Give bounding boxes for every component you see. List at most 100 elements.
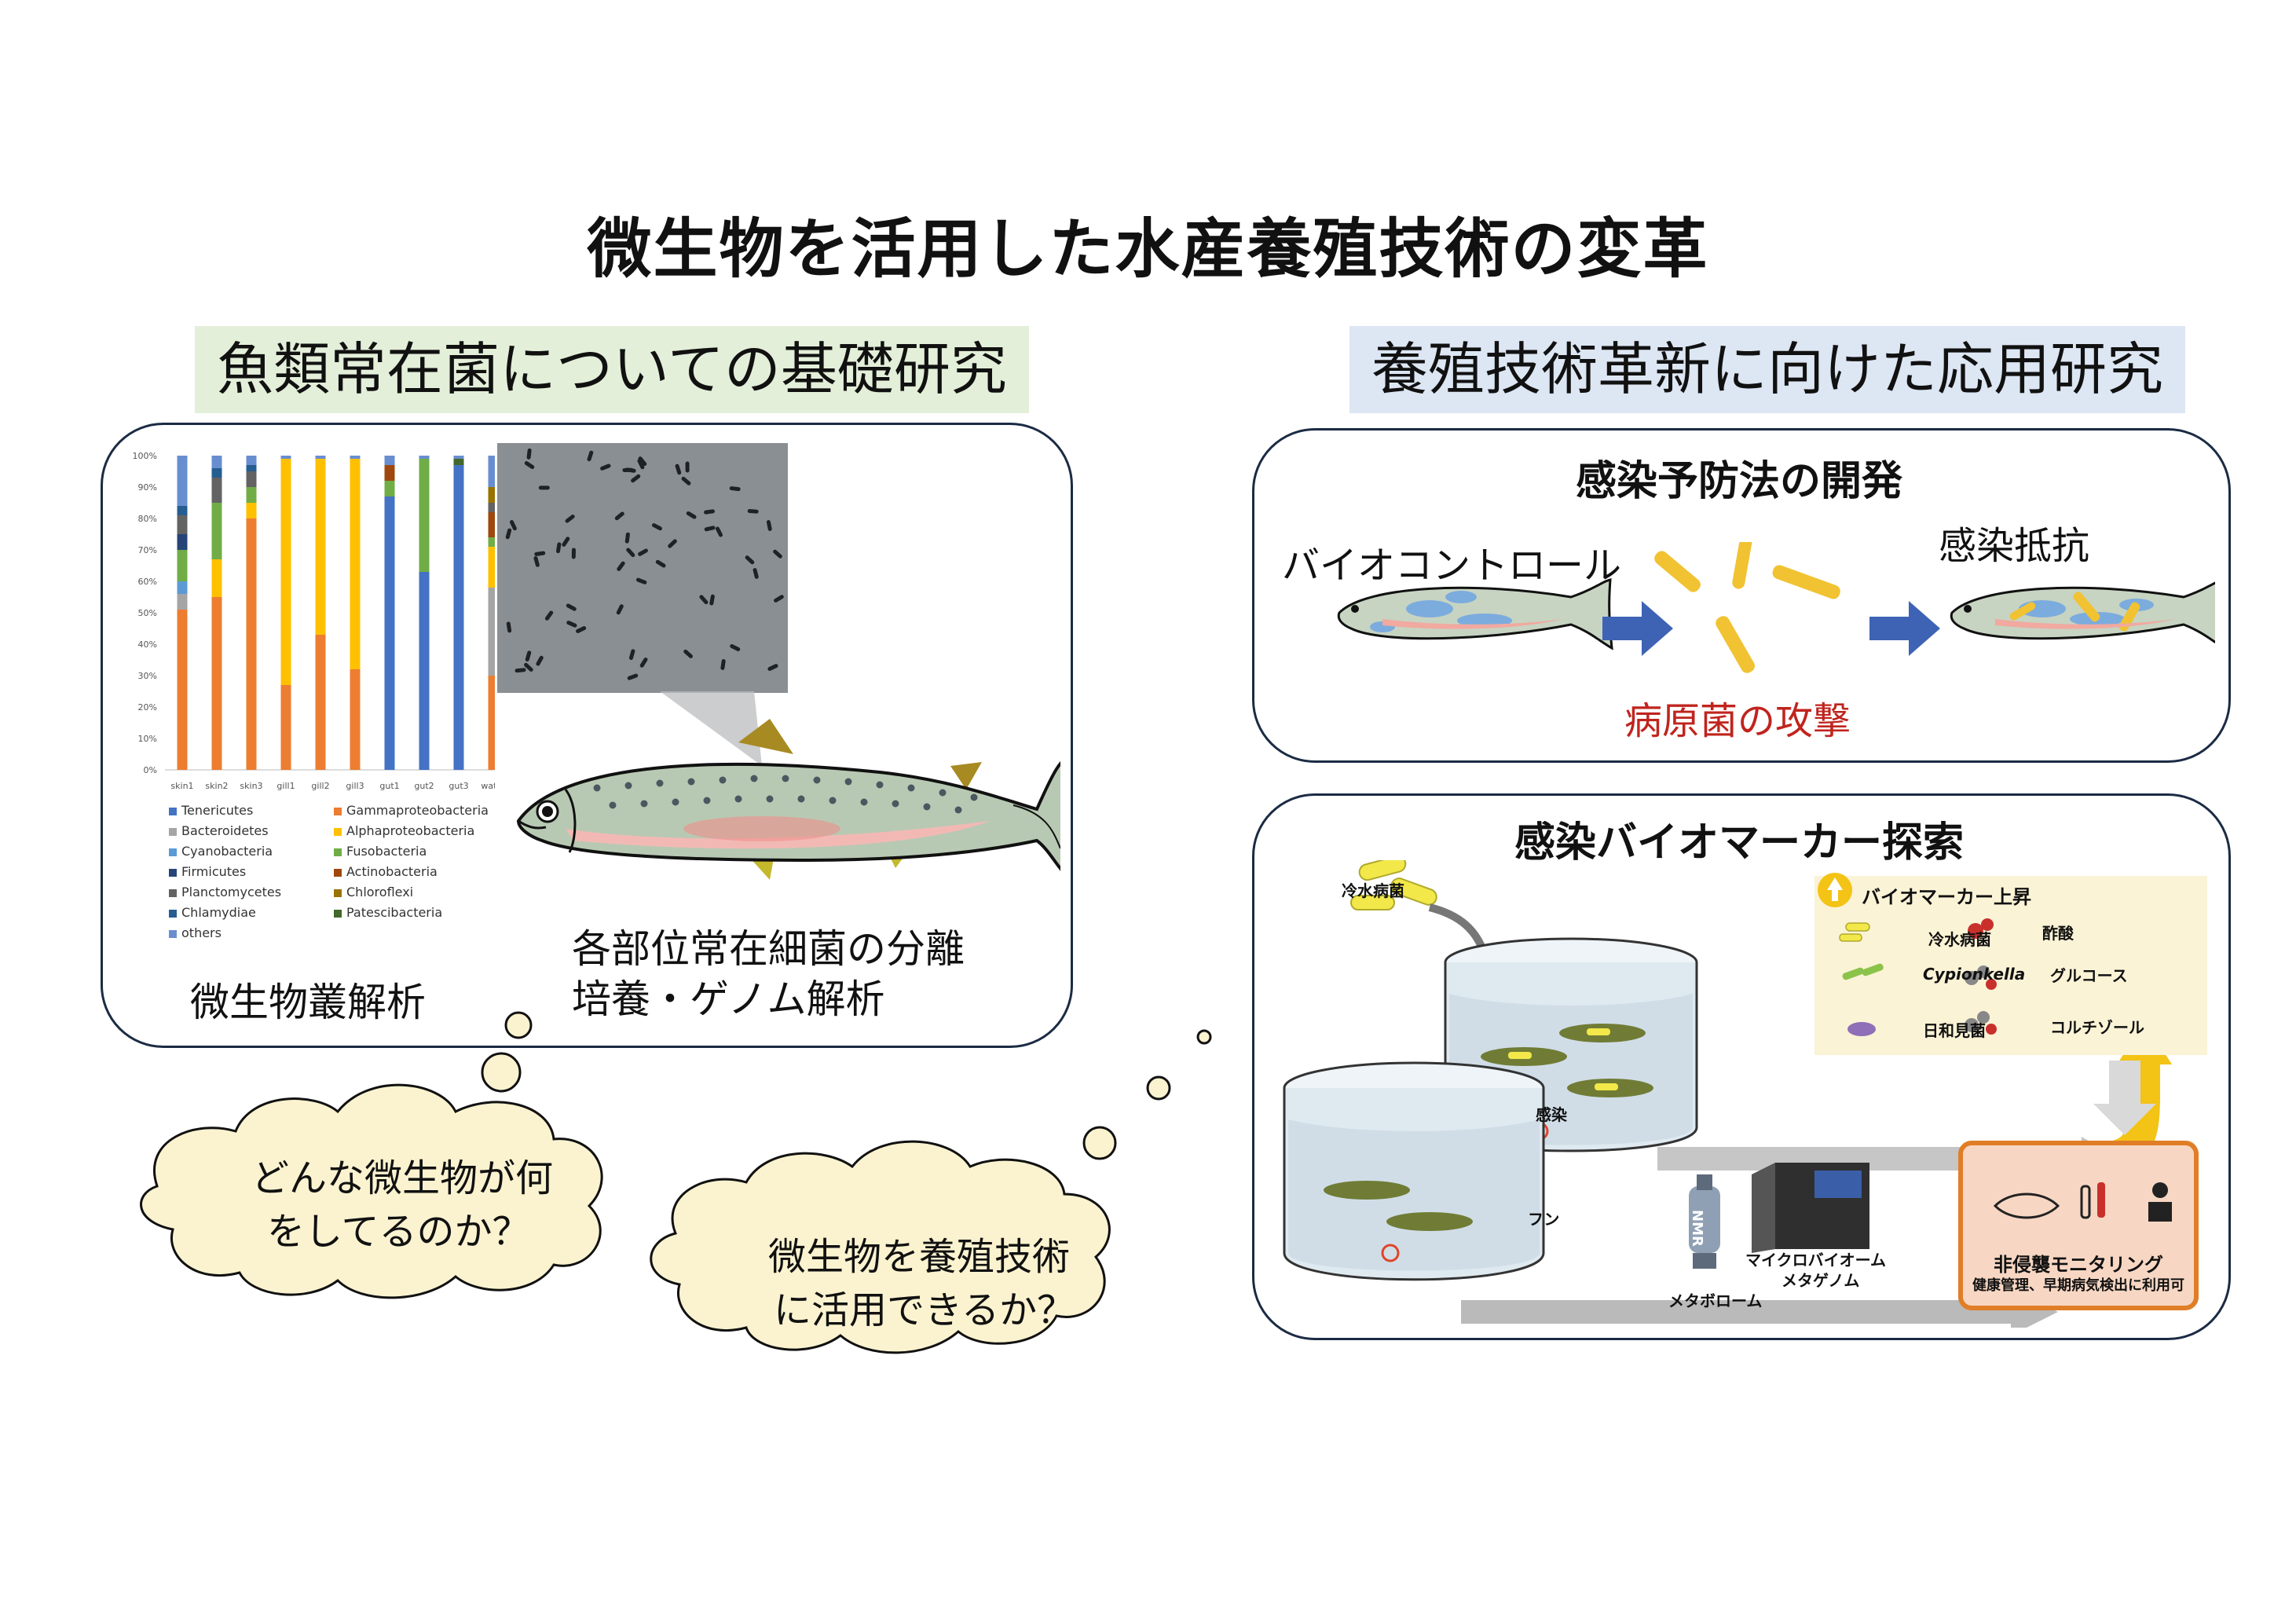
legend-entry: Patescibacteria <box>334 905 442 920</box>
bacterium-cell <box>745 555 755 565</box>
cold-water-bacteria-label: 冷水病菌 <box>1342 881 1404 900</box>
bar-segment-alphaproteobacteria <box>246 503 257 518</box>
trout-spot <box>640 800 648 808</box>
bacterium-cell <box>524 461 535 469</box>
legend-swatch <box>334 888 342 897</box>
bacterium-cell <box>538 485 550 490</box>
bacterium-cell <box>616 604 624 615</box>
bar-segment-fusobacteria <box>384 481 395 496</box>
trout-spot <box>734 795 742 803</box>
bar-segment-firmicutes <box>177 534 188 550</box>
bar-segment-tenericutes <box>453 465 464 770</box>
resistant-fish <box>1950 581 2215 644</box>
bacterium-cell <box>565 515 575 523</box>
bar-segment-chlamydiae <box>211 468 222 478</box>
x-tick-label: gill1 <box>276 781 295 791</box>
legend-label: Chlamydiae <box>181 905 256 920</box>
bacterium-cell <box>767 664 778 671</box>
bacterium-cell <box>509 520 517 531</box>
legend-entry: Alphaproteobacteria <box>334 823 474 838</box>
legend-label: Alphaproteobacteria <box>346 823 475 838</box>
legend-swatch <box>169 868 177 877</box>
bar-segment-gammaproteobacteria <box>211 597 222 770</box>
trout-spot <box>593 784 601 792</box>
legend-label: Gammaproteobacteria <box>346 803 489 818</box>
bacterium-cell <box>506 621 512 633</box>
trout-spot <box>609 801 617 809</box>
trout-spot <box>829 797 837 804</box>
bacterium-cell <box>626 548 635 558</box>
isolation-label-2: 培養・ゲノム解析 <box>572 976 885 1022</box>
pathogen-rods <box>1654 542 1840 673</box>
bar-segment-others <box>350 456 361 459</box>
legend-label: Bacteroidetes <box>181 823 269 838</box>
thought-bubble-2 <box>650 1140 1111 1354</box>
bar-segment-gammaproteobacteria <box>280 685 291 770</box>
bacterium-cell <box>533 556 540 567</box>
legend-swatch <box>169 848 177 856</box>
trout-spot <box>939 789 947 797</box>
legend-label: Actinobacteria <box>346 864 438 879</box>
legend-swatch <box>334 909 342 918</box>
bacterium-cell <box>555 542 562 554</box>
question-2-line2: に活用できるか？ <box>774 1288 1075 1332</box>
isolation-label-1: 各部位常在細菌の分離 <box>572 926 965 972</box>
trout-spot <box>876 781 884 789</box>
y-tick-label: 30% <box>138 671 157 681</box>
legend-entry: others <box>169 925 222 940</box>
trout-spot <box>844 778 852 786</box>
bacterium-cell <box>686 511 697 519</box>
legend-label: others <box>181 925 222 940</box>
legend-swatch <box>334 807 342 815</box>
bacterium-cell <box>720 658 726 670</box>
bar-segment-tenericutes <box>384 496 395 770</box>
bar-segment-actinobacteria <box>488 512 495 537</box>
bar-segment-gammaproteobacteria <box>246 518 257 770</box>
legend-entry: Chloroflexi <box>334 885 413 899</box>
trout-spot <box>719 776 727 784</box>
bar-segment-cyanobacteria <box>177 581 188 594</box>
y-tick-label: 50% <box>138 608 157 618</box>
trout-spot <box>860 798 868 806</box>
prevention-scheme <box>1337 542 2215 673</box>
bar-segment-fusobacteria <box>488 537 495 547</box>
bar-segment-planctomycetes <box>211 478 222 503</box>
callout-wedge <box>660 691 762 766</box>
bar-segment-alphaproteobacteria <box>488 547 495 588</box>
y-tick-label: 80% <box>138 514 157 524</box>
bacterium-cell <box>675 463 682 475</box>
bar-segment-others <box>453 456 464 459</box>
sequencer-machine <box>1752 1163 1869 1253</box>
microbiome-label: マイクロバイオーム <box>1745 1251 1886 1269</box>
bacterium-cell <box>614 511 624 521</box>
legend-entry: Planctomycetes <box>169 885 281 899</box>
question-1-line1: どんな微生物が何 <box>251 1156 554 1200</box>
bar-segment-patescibacteria <box>453 459 464 465</box>
bar-segment-alphaproteobacteria <box>280 459 291 685</box>
y-tick-label: 100% <box>133 451 157 461</box>
bar-segment-others <box>246 456 257 465</box>
trout-spot <box>750 775 758 782</box>
trout-spot <box>797 795 805 803</box>
bacterium-cell <box>587 450 594 462</box>
monitoring-title: 非侵襲モニタリング <box>1994 1254 2163 1276</box>
bacterium-cell <box>526 448 532 460</box>
trout-spot <box>656 779 664 787</box>
question-1-line2: をしてるのか？ <box>267 1210 530 1254</box>
biocontrol-fish <box>1337 578 1613 650</box>
bacterium-cell <box>534 551 546 556</box>
legend-label: Fusobacteria <box>346 844 427 859</box>
legend-swatch <box>169 929 177 938</box>
bacterium-cell <box>704 526 716 532</box>
legend-swatch <box>334 827 342 836</box>
bacterium-cell <box>651 523 662 531</box>
bacterium-cell <box>699 595 709 605</box>
nmr-label: NMR <box>1689 1210 1705 1247</box>
trout-spot <box>624 782 632 790</box>
thought-bubble-1 <box>140 1083 603 1299</box>
thought-bubbles <box>140 1011 1212 1354</box>
bacterium-cell <box>622 467 634 472</box>
prevention-heading: 感染予防法の開発 <box>1575 458 1902 505</box>
bacterium-cell <box>566 603 577 611</box>
biomarker-cold-water: 冷水病菌 <box>1928 930 1991 949</box>
